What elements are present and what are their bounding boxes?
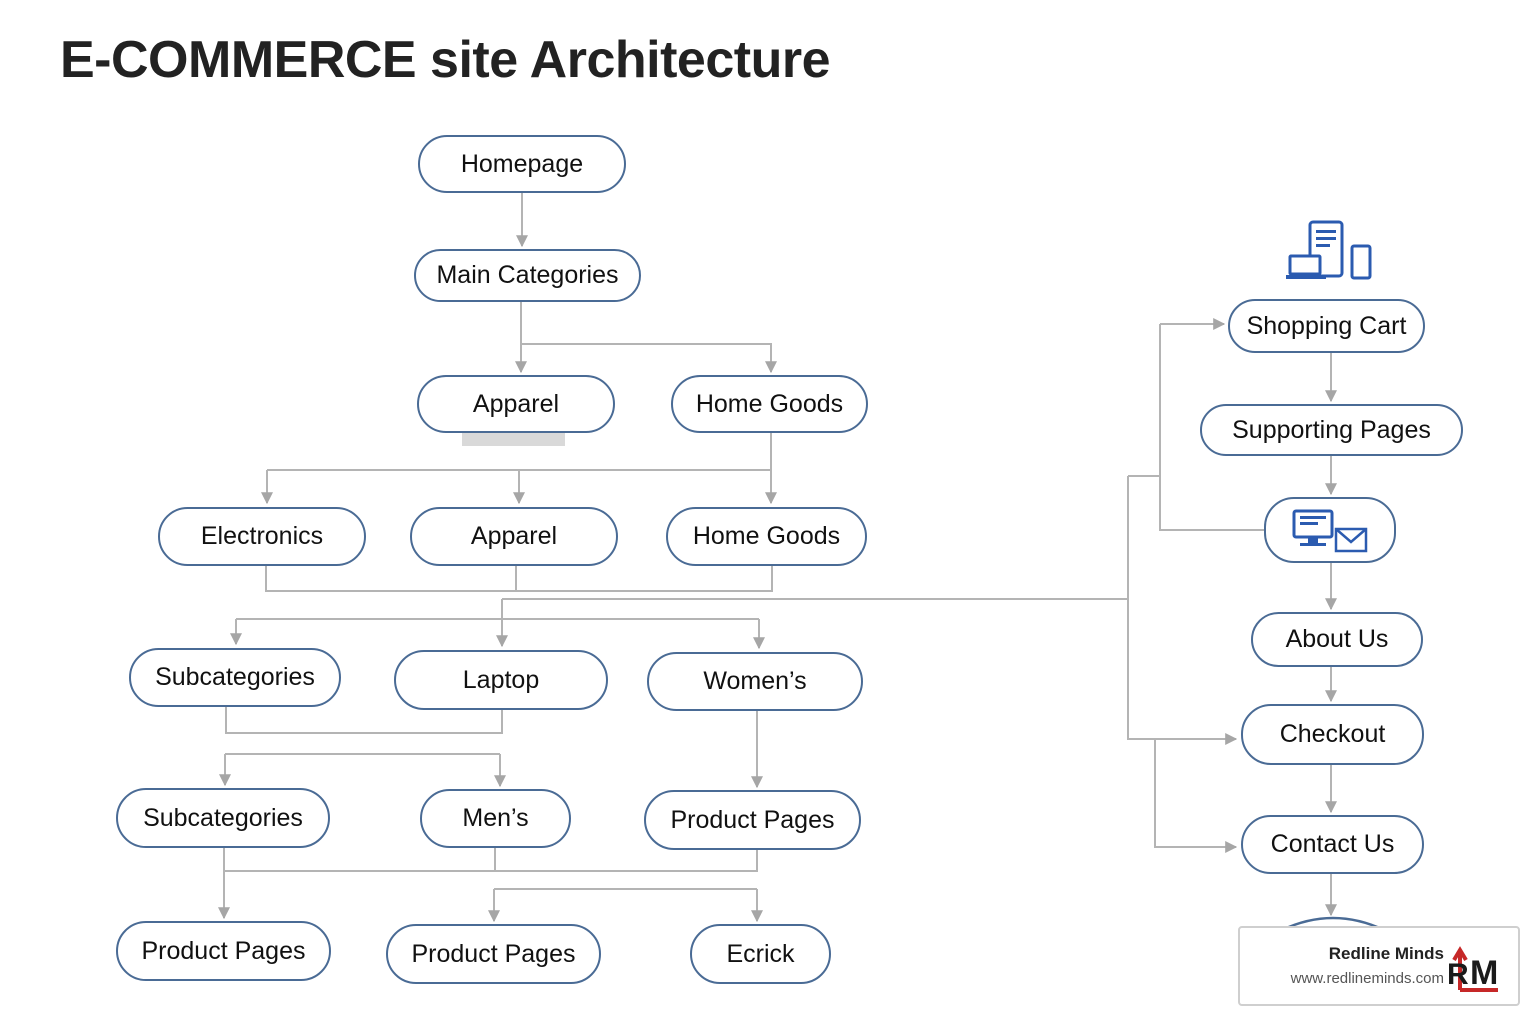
node-laptop[interactable]: Laptop	[394, 650, 608, 710]
node-label: Subcategories	[155, 663, 315, 691]
node-label: Electronics	[200, 522, 324, 550]
node-label: Men’s	[462, 804, 529, 832]
node-label: Product Pages	[411, 939, 576, 968]
highlight-bar	[462, 432, 565, 446]
node-subcategories-level6[interactable]: Subcategories	[116, 788, 330, 848]
node-label: Ecrick	[726, 939, 795, 968]
logo-url: www.redlineminds.com	[1290, 970, 1444, 987]
node-contact-us[interactable]: Contact Us	[1241, 815, 1424, 874]
node-mens[interactable]: Men’s	[420, 789, 571, 848]
computer-mail-icon	[1292, 509, 1368, 553]
node-checkout[interactable]: Checkout	[1241, 704, 1424, 765]
node-home-goods-level3[interactable]: Home Goods	[671, 375, 868, 433]
redline-minds-logo-icon: M R	[1447, 946, 1498, 992]
page-title: E-COMMERCE site Architecture	[60, 31, 831, 89]
node-label: Homepage	[460, 149, 584, 178]
node-apparel-level3[interactable]: Apparel	[417, 375, 615, 433]
node-home-goods-level4[interactable]: Home Goods	[666, 507, 867, 566]
node-electronics[interactable]: Electronics	[158, 507, 366, 566]
partial-node-edge	[1281, 916, 1385, 932]
node-apparel-level4[interactable]: Apparel	[410, 507, 618, 566]
node-label: Supporting Pages	[1232, 415, 1431, 444]
node-shopping-cart[interactable]: Shopping Cart	[1228, 299, 1425, 353]
node-ecrick[interactable]: Ecrick	[690, 924, 831, 984]
node-womens[interactable]: Women’s	[647, 652, 863, 711]
node-label: Subcategories	[143, 803, 303, 832]
node-supporting-pages[interactable]: Supporting Pages	[1200, 404, 1463, 456]
node-computer-mail[interactable]	[1264, 497, 1396, 563]
node-homepage[interactable]: Homepage	[418, 135, 626, 193]
node-label: Contact Us	[1270, 830, 1395, 858]
node-about-us[interactable]: About Us	[1251, 612, 1423, 667]
node-label: Apparel	[470, 522, 558, 550]
node-label: Home Goods	[692, 522, 841, 550]
node-main-categories[interactable]: Main Categories	[414, 249, 641, 302]
logo-card: Redline Minds www.redlineminds.com M R	[1238, 926, 1520, 1006]
node-product-pages-level7-b[interactable]: Product Pages	[386, 924, 601, 984]
node-label: Main Categories	[436, 261, 619, 289]
logo-name: Redline Minds	[1328, 944, 1444, 963]
devices-icon	[1286, 220, 1372, 280]
node-subcategories-level5[interactable]: Subcategories	[129, 648, 341, 707]
node-product-pages-level6[interactable]: Product Pages	[644, 790, 861, 850]
node-label: About Us	[1285, 625, 1389, 653]
node-label: Apparel	[472, 389, 560, 418]
node-label: Product Pages	[670, 805, 835, 834]
node-label: Product Pages	[141, 936, 306, 965]
svg-text:M: M	[1470, 954, 1498, 992]
node-label: Women’s	[703, 667, 807, 695]
node-label: Checkout	[1279, 720, 1386, 748]
svg-text:R: R	[1447, 958, 1469, 991]
node-label: Shopping Cart	[1246, 311, 1407, 340]
node-label: Laptop	[462, 665, 540, 694]
node-label: Home Goods	[695, 389, 844, 418]
node-product-pages-level7-a[interactable]: Product Pages	[116, 921, 331, 981]
